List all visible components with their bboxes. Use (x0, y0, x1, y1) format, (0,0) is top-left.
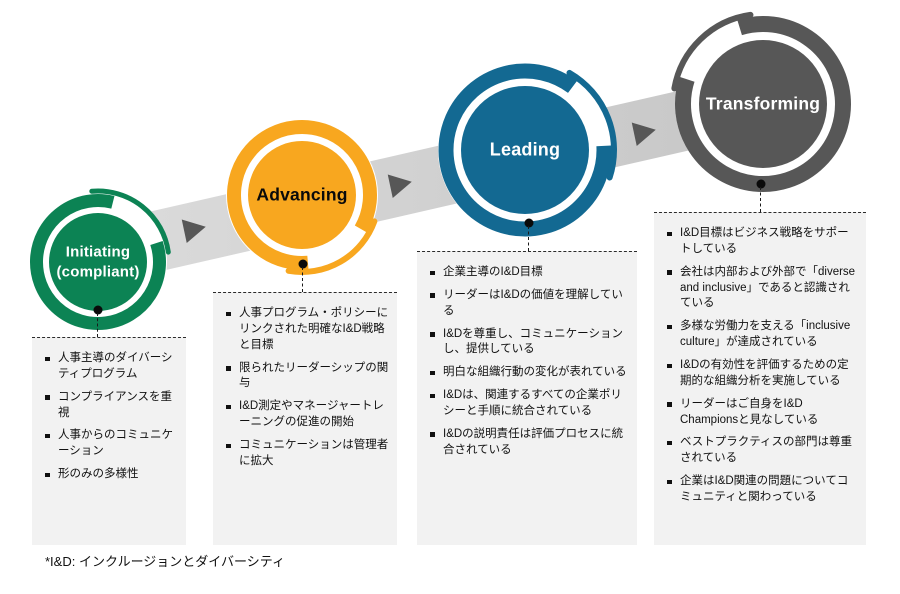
bullet-item: 企業主導のI&D目標 (427, 265, 629, 281)
stage-box-transforming: I&D目標はビジネス戦略をサポートしている 会社は内部および外部で「divers… (654, 212, 866, 545)
connector-line (302, 267, 303, 292)
bullet-item: I&Dを尊重し、コミュニケーションし、提供している (427, 327, 629, 359)
bullet-item: 人事主導のダイバーシティプログラム (42, 351, 178, 383)
circle-core (699, 40, 827, 168)
bullet-item: I&Dは、関連するすべての企業ポリシーと手順に統合されている (427, 388, 629, 420)
bullet-item: I&D測定やマネージャートレーニングの促進の開始 (223, 399, 389, 431)
bullet-item: I&D目標はビジネス戦略をサポートしている (664, 226, 858, 258)
stage-box-leading: 企業主導のI&D目標 リーダーはI&Dの価値を理解している I&Dを尊重し、コミ… (417, 251, 637, 545)
swirl-ring (30, 194, 166, 330)
bullet-item: 多様な労働力を支える「inclusive culture」が達成されている (664, 319, 858, 351)
stage-title-line2: (compliant) (56, 263, 140, 280)
bullet-item: I&Dの説明責任は評価プロセスに統合されている (427, 427, 629, 459)
bullet-item: リーダーはI&Dの価値を理解している (427, 288, 629, 320)
connector-dot (298, 259, 308, 269)
swirl-tail (671, 11, 754, 92)
bullet-item: 企業はI&D関連の問題についてコミュニティと関わっている (664, 474, 858, 506)
stage-label-advancing: Advancing (256, 184, 348, 205)
stage-title: Initiating (65, 243, 131, 261)
stage-circle-leading (438, 63, 617, 237)
swirl-ring (438, 63, 612, 237)
stage-bullet-list: 企業主導のI&D目標 リーダーはI&Dの価値を理解している I&Dを尊重し、コミ… (417, 252, 637, 459)
bullet-item: リーダーはご自身をI&D Championsと見なしている (664, 397, 858, 429)
bullet-item: コンプライアンスを重視 (42, 390, 178, 422)
flow-arrow-icon (181, 219, 206, 244)
connector-line (760, 187, 761, 212)
bullet-item: 人事からのコミュニケーション (42, 428, 178, 460)
stage-circle-advancing (226, 119, 378, 275)
bullet-item: 会社は内部および外部で「diverse and inclusive」であると認識… (664, 265, 858, 313)
connector-dot (93, 305, 103, 315)
circle-core (248, 141, 356, 249)
stage-bullet-list: I&D目標はビジネス戦略をサポートしている 会社は内部および外部で「divers… (654, 213, 866, 506)
bullet-item: ベストプラクティスの部門は尊重されている (664, 435, 858, 467)
bullet-item: 限られたリーダーシップの関与 (223, 361, 389, 393)
stage-label-leading: Leading (489, 139, 561, 160)
stage-bullet-list: 人事プログラム・ポリシーにリンクされた明確なI&D戦略と目標 限られたリーダーシ… (213, 293, 397, 470)
footnote: *I&D: インクルージョンとダイバーシティ (45, 554, 286, 569)
stage-circle-initiating (29, 188, 171, 331)
circle-core (49, 213, 147, 311)
stage-box-advancing: 人事プログラム・ポリシーにリンクされた明確なI&D戦略と目標 限られたリーダーシ… (213, 292, 397, 545)
connector-line (528, 226, 529, 251)
connector-dot (756, 179, 766, 189)
swirl-tail (566, 69, 617, 181)
flow-arrow-icon (387, 174, 412, 199)
stage-circle-transforming (671, 11, 851, 192)
stage-label-initiating: Initiating (compliant) (56, 243, 139, 282)
swirl-ring (675, 16, 851, 192)
swirl-ring (227, 120, 377, 270)
stage-label-transforming: Transforming (705, 93, 821, 114)
stage-box-initiating: 人事主導のダイバーシティプログラム コンプライアンスを重視 人事からのコミュニケ… (32, 337, 186, 545)
flow-arrow-icon (631, 122, 656, 147)
bullet-item: 明白な組織行動の変化が表れている (427, 365, 629, 381)
swirl-tail (89, 188, 171, 255)
bullet-item: 人事プログラム・ポリシーにリンクされた明確なI&D戦略と目標 (223, 306, 389, 354)
bullet-item: I&Dの有効性を評価するための定期的な組織分析を実施している (664, 358, 858, 390)
circle-core (461, 86, 589, 214)
connector-line (97, 313, 98, 337)
bullet-item: 形のみの多様性 (42, 467, 178, 483)
connector-dot (524, 218, 534, 228)
swirl-tail (285, 218, 378, 275)
stage-bullet-list: 人事主導のダイバーシティプログラム コンプライアンスを重視 人事からのコミュニケ… (32, 338, 186, 483)
bullet-item: コミュニケーションは管理者に拡大 (223, 438, 389, 470)
